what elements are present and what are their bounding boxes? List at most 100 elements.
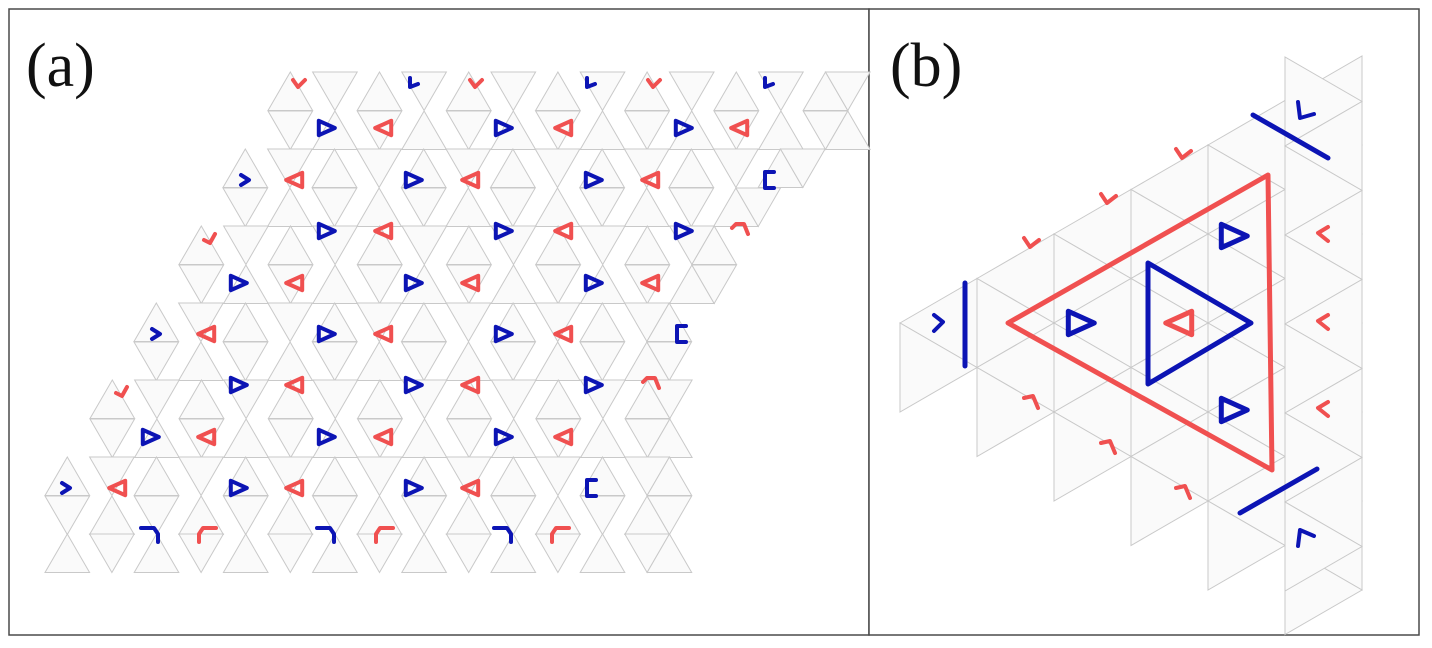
red-triangle-marker xyxy=(460,170,481,190)
red-triangle-marker xyxy=(284,170,305,190)
red-partial-marker xyxy=(1174,147,1193,160)
red-triangle-marker xyxy=(284,478,305,498)
panel-b-markers xyxy=(932,100,1331,548)
red-partial-marker xyxy=(641,376,661,390)
red-partial-marker xyxy=(1316,225,1330,243)
lattice-cell xyxy=(899,322,978,413)
blue-triangle-marker xyxy=(583,273,604,293)
lattice-cell xyxy=(1284,501,1363,592)
red-partial-marker xyxy=(1316,400,1330,418)
lattice-cell xyxy=(579,533,626,573)
panel-b-label: (b) xyxy=(890,32,962,100)
lattice-cell xyxy=(534,456,582,497)
red-partial-marker xyxy=(1316,313,1330,331)
lattice-cell xyxy=(266,302,314,343)
red-partial-marker xyxy=(646,78,662,89)
blue-partial-marker xyxy=(675,324,688,344)
red-partial-marker xyxy=(197,526,218,544)
red-partial-marker xyxy=(1099,439,1117,455)
lattice-cell xyxy=(177,456,225,497)
blue-partial-marker xyxy=(763,170,776,190)
lattice-cell xyxy=(668,71,715,112)
lattice-cell xyxy=(779,148,826,189)
lattice-cell xyxy=(311,341,358,382)
lattice-cell xyxy=(400,187,447,228)
lattice-cell xyxy=(400,533,448,573)
lattice-cell xyxy=(88,456,136,497)
lattice-cell xyxy=(578,187,626,228)
red-triangle-marker xyxy=(196,427,217,447)
blue-boundary-line xyxy=(1250,112,1331,161)
blue-triangle-marker xyxy=(403,273,424,293)
lattice-cell xyxy=(400,341,448,382)
blue-boundary-line xyxy=(1237,466,1320,516)
lattice-cell xyxy=(44,533,91,573)
lattice-cell xyxy=(311,71,359,112)
blue-triangle-marker xyxy=(1218,221,1250,251)
blue-partial-marker xyxy=(408,76,420,89)
panel-a-markers xyxy=(60,76,776,544)
red-triangle-marker xyxy=(460,375,481,395)
blue-triangle-marker xyxy=(316,221,337,241)
blue-partial-marker xyxy=(492,526,513,544)
blue-triangle-marker xyxy=(316,427,337,447)
blue-triangle-marker xyxy=(493,427,514,447)
blue-triangle-marker xyxy=(228,375,249,395)
lattice-cell xyxy=(312,379,359,420)
red-triangle-marker xyxy=(553,324,574,344)
blue-triangle-marker xyxy=(493,324,514,344)
blue-triangle-marker xyxy=(493,221,514,241)
red-partial-marker xyxy=(291,78,307,89)
lattice-cell xyxy=(691,264,738,305)
blue-partial-marker xyxy=(1296,528,1316,548)
inner-red-triangle xyxy=(1163,308,1195,338)
lattice-cell xyxy=(712,148,760,189)
lattice-cell xyxy=(824,71,871,112)
lattice-cell xyxy=(757,71,805,112)
blue-triangle-marker xyxy=(403,170,424,190)
red-partial-marker xyxy=(1174,484,1192,500)
lattice-cell xyxy=(735,187,782,228)
lattice-cell xyxy=(445,533,492,574)
lattice-cell xyxy=(445,418,493,459)
red-partial-marker xyxy=(468,78,484,89)
large-red-triangle xyxy=(1005,172,1275,473)
lattice-cell xyxy=(1207,500,1286,591)
blue-partial-marker xyxy=(150,327,162,341)
blue-triangle-marker xyxy=(583,375,604,395)
red-triangle-marker xyxy=(640,273,661,293)
lattice-cell xyxy=(44,495,91,536)
blue-partial-marker xyxy=(139,526,160,544)
blue-partial-marker xyxy=(315,526,336,544)
blue-partial-marker xyxy=(585,478,598,498)
lattice-cell xyxy=(534,533,582,574)
lattice-cell xyxy=(623,148,670,189)
lattice-cell xyxy=(646,341,693,382)
red-triangle-marker xyxy=(373,221,394,241)
lattice-cell xyxy=(646,533,693,573)
lattice-cell xyxy=(1130,455,1209,547)
lattice-cell xyxy=(266,148,314,189)
lattice-cell xyxy=(646,495,693,536)
lattice-cell xyxy=(489,187,537,228)
lattice-cell xyxy=(133,533,180,573)
blue-triangle-marker xyxy=(228,478,249,498)
lattice-cell xyxy=(222,341,269,382)
red-partial-marker xyxy=(1022,236,1041,249)
lattice-cell xyxy=(178,264,225,305)
lattice-cell xyxy=(177,302,225,343)
red-partial-marker xyxy=(730,222,750,236)
blue-triangle-marker xyxy=(673,221,694,241)
lattice-cell xyxy=(356,456,403,497)
lattice-cell xyxy=(133,341,180,382)
lattice-cell xyxy=(88,533,136,574)
lattice-cell xyxy=(490,495,537,536)
blue-triangle-marker xyxy=(316,324,337,344)
lattice-cell xyxy=(222,225,270,266)
blue-partial-marker xyxy=(239,173,251,187)
lattice-cell xyxy=(579,495,626,536)
lattice-cell xyxy=(400,71,448,112)
red-partial-marker xyxy=(550,526,571,544)
blue-triangle-marker xyxy=(1218,395,1250,425)
